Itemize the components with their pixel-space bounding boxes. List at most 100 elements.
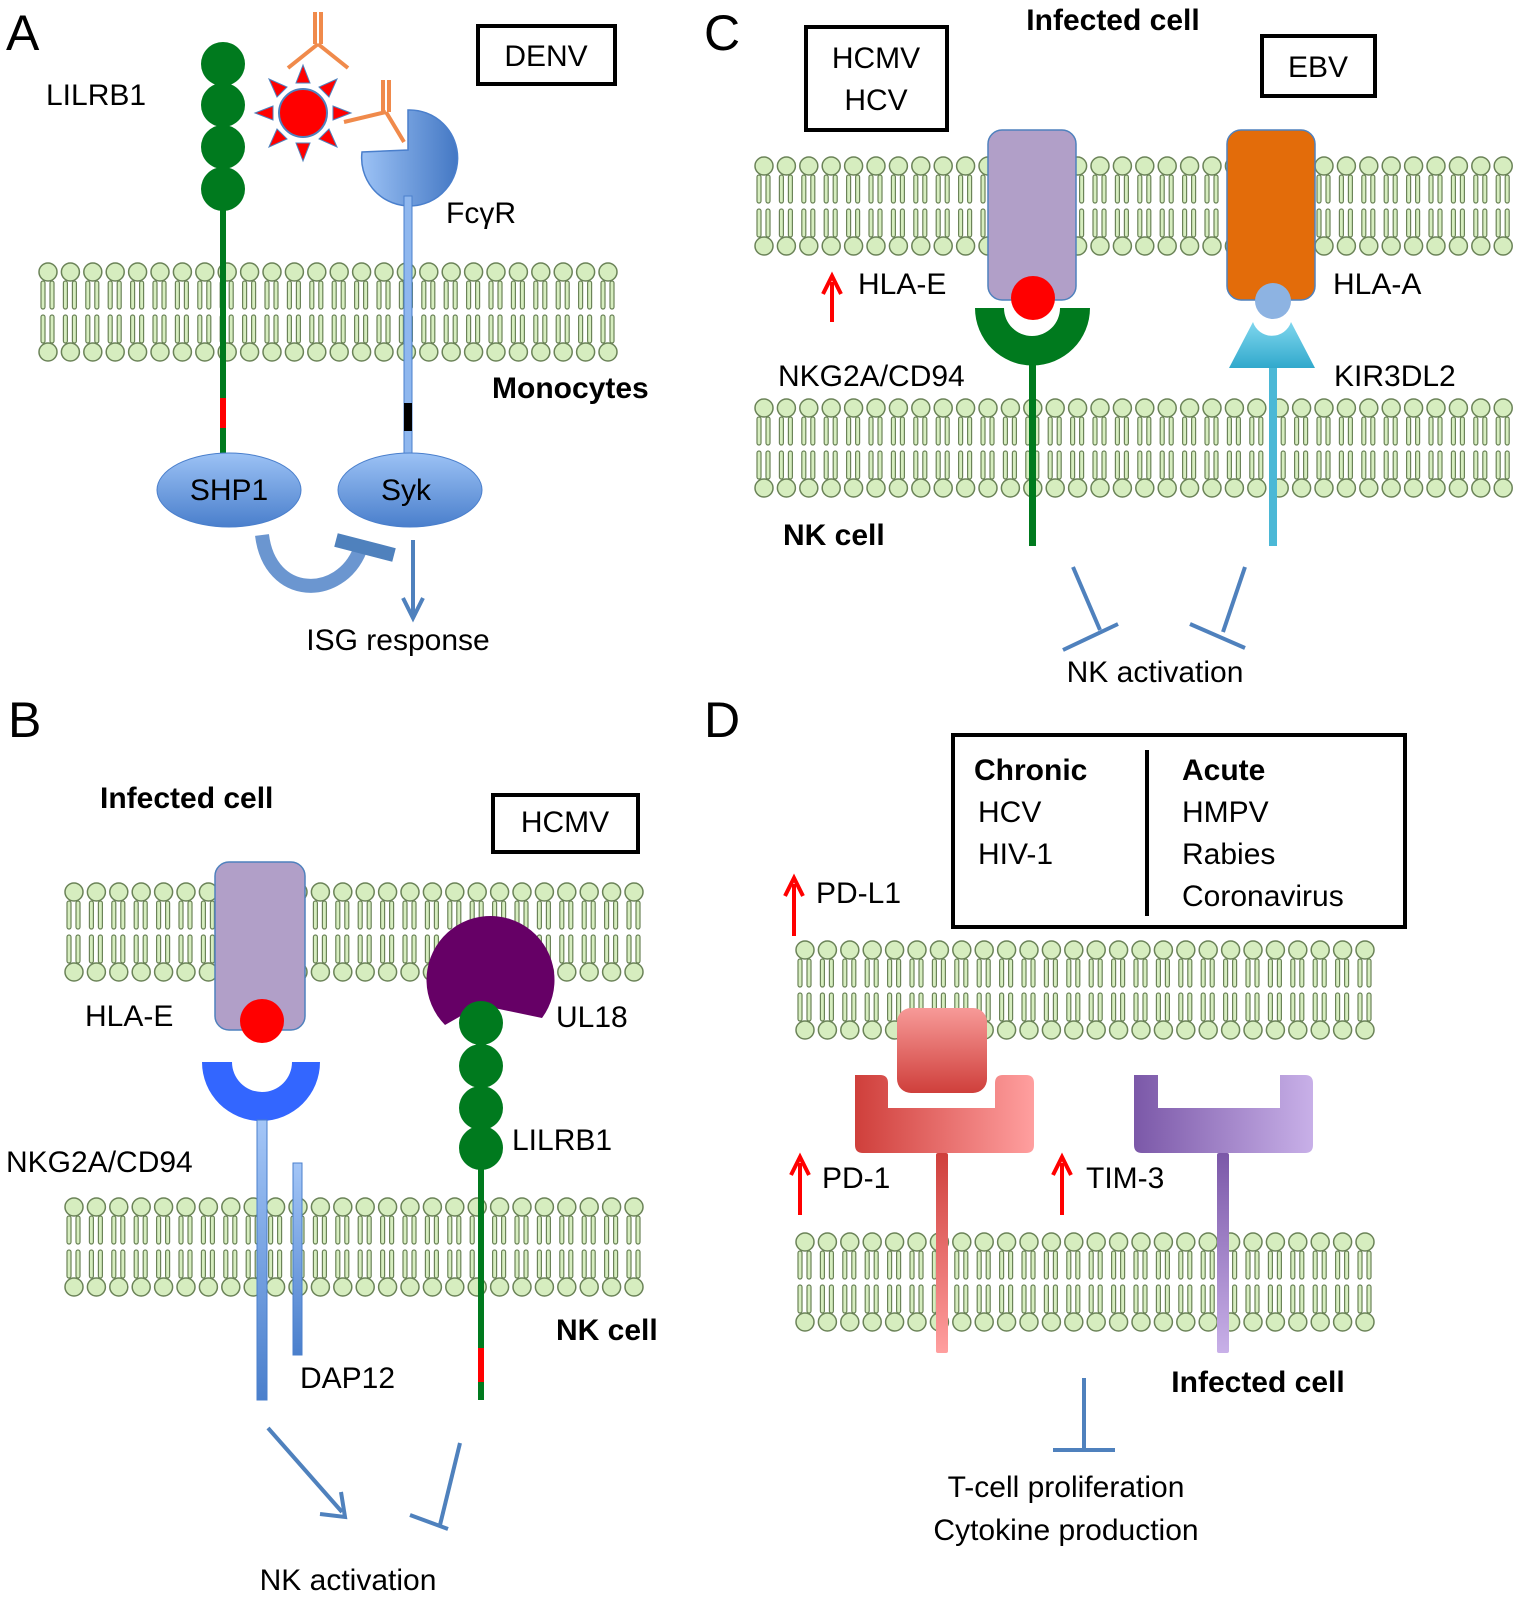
nkg2a-receptor-b <box>202 1062 320 1121</box>
label-pdl1: PD-L1 <box>816 877 901 910</box>
lipid-molecule <box>307 262 327 362</box>
lipid-molecule <box>1314 398 1334 498</box>
label-cytokine-production: Cytokine production <box>933 1514 1198 1547</box>
label-dap12: DAP12 <box>300 1362 395 1395</box>
lipid-molecule <box>955 156 976 256</box>
lipid-molecule <box>575 262 596 362</box>
label-isg-response: ISG response <box>306 624 489 657</box>
antibody-icon <box>286 12 350 70</box>
virus-label-hcv-c: HCV <box>844 84 907 117</box>
lipid-molecule <box>884 1232 905 1332</box>
lipid-molecule <box>176 1197 196 1297</box>
lipid-molecule <box>1355 940 1375 1040</box>
label-nk-cell-b: NK cell <box>556 1314 658 1347</box>
label-hla-a: HLA-A <box>1333 268 1421 301</box>
up-arrowhead-pdl1 <box>783 873 805 897</box>
lipid-molecule <box>153 1197 174 1297</box>
lipid-molecule <box>1332 1232 1353 1332</box>
lipid-molecule <box>1000 398 1021 498</box>
lipid-molecule <box>310 1197 331 1297</box>
lipid-molecule <box>1314 156 1334 256</box>
lipid-molecule <box>512 1197 532 1297</box>
lipid-molecule <box>1336 398 1357 498</box>
virus-label-denv: DENV <box>504 40 587 73</box>
lilrb1-stalk-a <box>220 200 226 455</box>
lipid-molecule <box>1448 398 1469 498</box>
label-monocytes: Monocytes <box>492 372 649 405</box>
label-infected-cell-c: Infected cell <box>1026 4 1199 37</box>
lipid-molecule <box>888 398 909 498</box>
lipid-molecule <box>557 1197 577 1297</box>
lipid-molecule <box>86 1197 107 1297</box>
lipid-molecule <box>1041 1232 1062 1332</box>
lipid-molecule <box>795 1232 815 1332</box>
lipid-molecule <box>1198 1232 1218 1332</box>
lipid-molecule <box>1019 940 1039 1040</box>
label-tcell-proliferation: T-cell proliferation <box>948 1471 1185 1504</box>
lipid-molecule <box>1288 940 1308 1040</box>
lipid-molecule <box>221 1197 241 1297</box>
lipid-molecule <box>400 1197 420 1297</box>
lipid-molecule <box>486 262 506 362</box>
lipid-molecule <box>329 262 349 362</box>
lipid-molecule <box>601 1197 622 1297</box>
panel-a: A DENV LILRB1 <box>6 5 649 657</box>
lipid-molecule <box>489 1197 510 1297</box>
virus-label-hcmv-c: HCMV <box>832 42 920 75</box>
virus-box-denv <box>476 24 617 86</box>
tim3-stalk <box>1217 1153 1229 1353</box>
lipid-molecule <box>952 1232 972 1332</box>
lilrb1-stalk-b <box>478 1168 484 1400</box>
kir3dl2-receptor <box>1229 322 1315 368</box>
nkg2a-stalk-c <box>1029 362 1036 546</box>
lipid-molecule <box>1247 398 1267 498</box>
lipid-molecule <box>911 398 931 498</box>
arrowhead-a <box>401 597 425 623</box>
inhibition-line-c-left <box>1071 566 1102 631</box>
lipid-molecule <box>150 262 170 362</box>
lipid-molecule <box>1310 1232 1330 1332</box>
lipid-molecule <box>105 262 125 362</box>
label-nkg2a-b: NKG2A/CD94 <box>6 1146 193 1179</box>
lipid-molecule <box>172 262 193 362</box>
membrane-d-top <box>795 940 1375 1040</box>
lipid-molecule <box>1243 1232 1263 1332</box>
lipid-molecule <box>38 262 58 362</box>
lipid-molecule <box>933 156 953 256</box>
dengue-virus-icon <box>253 63 353 163</box>
lipid-molecule <box>1176 1232 1196 1332</box>
lipid-molecule <box>1045 398 1065 498</box>
lipid-molecule <box>198 1197 219 1297</box>
antibody-bound-icon <box>343 80 406 144</box>
lipid-molecule <box>153 882 174 982</box>
lipid-molecule <box>531 262 551 362</box>
lipid-molecule <box>821 156 841 256</box>
lipid-molecule <box>579 1197 599 1297</box>
up-arrowhead-pd1 <box>789 1152 811 1176</box>
tim3-receptor <box>1134 1075 1313 1153</box>
lipid-molecule <box>821 398 841 498</box>
lipid-molecule <box>377 882 398 982</box>
membrane-b-bottom <box>64 1197 644 1297</box>
pdl1-ligand <box>897 1008 987 1093</box>
lipid-molecule <box>557 882 577 982</box>
label-kir3dl2: KIR3DL2 <box>1334 360 1456 393</box>
label-hla-e-c: HLA-E <box>858 268 946 301</box>
lipid-molecule <box>1041 940 1062 1040</box>
label-nk-activation-b: NK activation <box>260 1564 437 1597</box>
lipid-molecule <box>83 262 103 362</box>
membrane-d-bottom <box>795 1232 1375 1332</box>
nkg2a-stalk-b <box>256 1119 268 1401</box>
virus-box-hcmv <box>491 793 640 854</box>
table-chronic-item: HCV <box>978 796 1041 829</box>
shp1-node <box>156 452 302 528</box>
panel-b: B Infected cell HCMV HLA-E NKG2A/CD94 DA… <box>6 692 658 1597</box>
lipid-molecule <box>1131 940 1151 1040</box>
lipid-molecule <box>1176 940 1196 1040</box>
lipid-molecule <box>1220 940 1241 1040</box>
up-arrowhead-tim3 <box>1051 1152 1073 1176</box>
lipid-molecule <box>843 398 864 498</box>
lipid-molecule <box>333 1197 353 1297</box>
lipid-molecule <box>1086 1232 1106 1332</box>
